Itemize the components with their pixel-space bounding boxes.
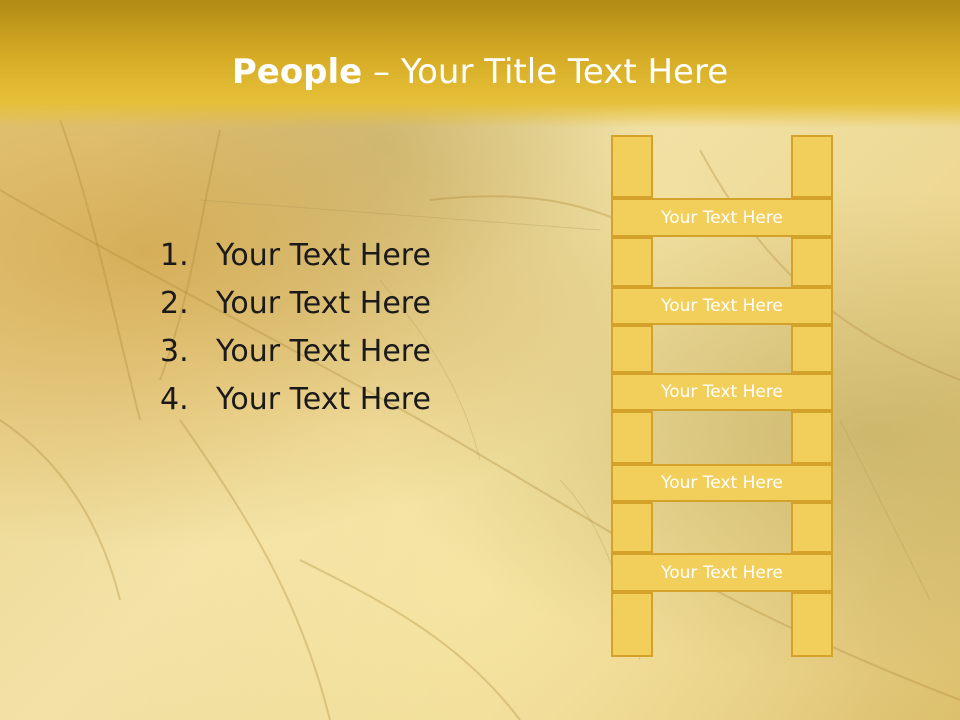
ladder-rail-right — [791, 411, 833, 464]
ladder-rail-left — [611, 411, 653, 464]
title-dash: – — [362, 52, 401, 92]
ladder-rail-left — [611, 592, 653, 657]
ladder-rung: Your Text Here — [611, 198, 833, 237]
title-rest: Your Title Text Here — [400, 52, 729, 92]
list-text: Your Text Here — [216, 382, 431, 417]
list-text: Your Text Here — [216, 286, 431, 321]
ladder-rail-right — [791, 135, 833, 198]
ladder-rail-right — [791, 237, 833, 287]
list-item: 4. Your Text Here — [160, 376, 431, 424]
ladder-rung: Your Text Here — [611, 553, 833, 592]
list-number: 3. — [160, 334, 189, 369]
title-bar — [0, 0, 960, 128]
ladder-rail-left — [611, 325, 653, 373]
ladder-rail-left — [611, 502, 653, 553]
ladder-rung: Your Text Here — [611, 464, 833, 502]
list-number: 1. — [160, 238, 189, 273]
title-bold: People — [231, 52, 363, 92]
list-text: Your Text Here — [216, 334, 431, 369]
list-item: 1. Your Text Here — [160, 232, 431, 280]
ladder-rung: Your Text Here — [611, 287, 833, 325]
list-item: 3. Your Text Here — [160, 328, 431, 376]
ladder-rail-right — [791, 502, 833, 553]
ladder-rail-right — [791, 325, 833, 373]
list-number: 2. — [160, 286, 189, 321]
ladder-rail-right — [791, 592, 833, 657]
list-number: 4. — [160, 382, 189, 417]
slide-title: People – Your Title Text Here — [0, 52, 960, 92]
ladder-rung: Your Text Here — [611, 373, 833, 411]
list-item: 2. Your Text Here — [160, 280, 431, 328]
ladder-rail-left — [611, 237, 653, 287]
numbered-list: 1. Your Text Here 2. Your Text Here 3. Your… — [160, 232, 431, 424]
ladder-rail-left — [611, 135, 653, 198]
list-text: Your Text Here — [216, 238, 431, 273]
